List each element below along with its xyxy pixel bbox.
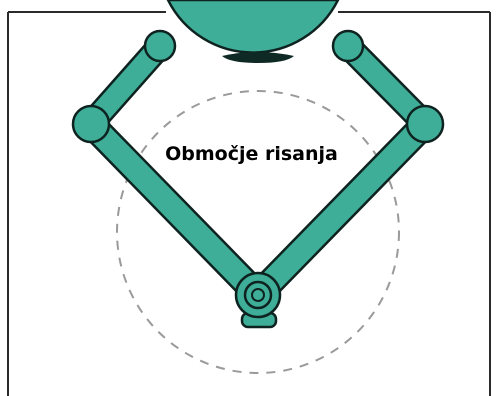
left-forearm [91,124,253,290]
right-elbow-joint [407,106,443,142]
drawing-area-circle [117,91,399,373]
left-shoulder-joint [145,31,175,61]
left-elbow-joint [73,106,109,142]
right-forearm [263,124,425,290]
right-shoulder-joint [333,31,363,61]
robot-base [168,0,338,63]
pen-holder [236,273,280,327]
page-frame [8,12,490,396]
